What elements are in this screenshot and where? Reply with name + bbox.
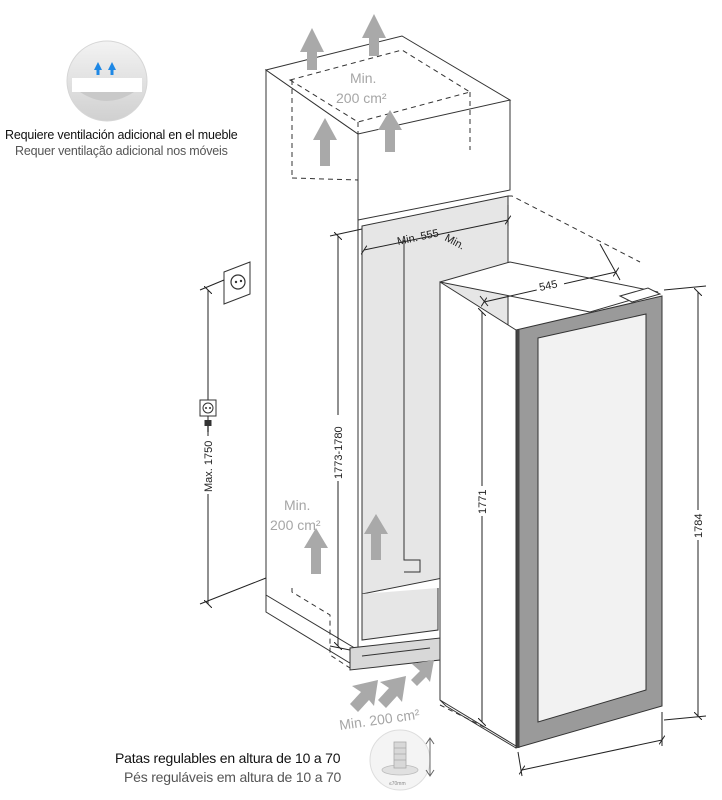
feet-note-es: Patas regulables en altura de 10 a 70 (115, 750, 341, 766)
up-arrow-icon (364, 514, 388, 560)
wall-socket-icon (223, 261, 251, 305)
socket-height-label: Max. 1750 (203, 441, 215, 492)
up-arrow-icon (378, 110, 402, 152)
ventilation-icon (66, 40, 148, 122)
bottom-vent-area-label: Min. 200 cm² (338, 706, 421, 733)
foot-height-label: ≤70mm (389, 781, 406, 787)
cooler-door (515, 295, 663, 749)
top-vent-area-label: 200 cm² (336, 90, 387, 106)
up-arrow-icon (304, 528, 328, 574)
up-arrow-icon (313, 118, 337, 166)
blue-up-arrows-icon (94, 62, 116, 75)
feet-note-pt: Pés reguláveis em altura de 10 a 70 (124, 769, 342, 785)
appliance-body-height-label: 1771 (477, 490, 489, 514)
airflow-arrows (300, 14, 434, 712)
middle-vent-min-label: Min. (284, 497, 310, 513)
niche-height-label: 1773-1780 (333, 426, 345, 479)
appliance-total-height-label: 1784 (693, 514, 705, 538)
ventilation-note-pt: Requer ventilação adicional nos móveis (15, 144, 228, 158)
top-vent-min-label: Min. (350, 70, 376, 86)
appliance-depth-label: 545 (538, 278, 558, 294)
diagonal-arrow-icon (350, 680, 378, 712)
plug-icon (199, 399, 217, 432)
middle-vent-area-label: 200 cm² (270, 517, 321, 533)
wine-cooler (439, 261, 663, 749)
adjustable-foot-icon: ≤70mm (369, 729, 435, 791)
up-arrow-icon (362, 14, 386, 56)
diagonal-arrow-icon (378, 676, 406, 708)
up-arrow-icon (300, 28, 324, 70)
ventilation-note-es: Requiere ventilación adicional en el mue… (5, 128, 238, 142)
diagonal-arrow-icon (411, 660, 434, 686)
